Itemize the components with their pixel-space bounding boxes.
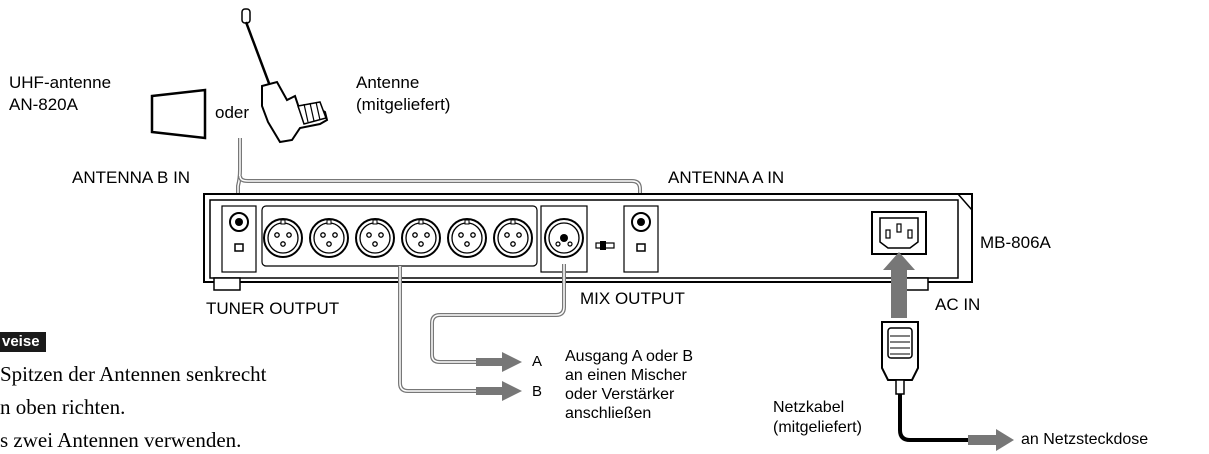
uhf-antenna-icon <box>150 88 207 140</box>
ac-in-arrow-icon <box>883 252 915 318</box>
oder-label: oder <box>215 103 250 122</box>
output-desc-line1: Ausgang A oder B <box>565 348 694 365</box>
supplied-antenna-label-line2: (mitgeliefert) <box>356 95 451 114</box>
ac-in-label: AC IN <box>935 295 981 314</box>
antenna-a-in-label: ANTENNA A IN <box>668 168 785 187</box>
outlet-label: an Netzsteckdose <box>1021 431 1149 448</box>
output-cable-b <box>398 266 478 393</box>
mix-output-label: MIX OUTPUT <box>580 289 685 308</box>
whip-antenna-icon <box>241 8 329 144</box>
tuner-output-1 <box>263 218 303 258</box>
output-desc-line4: anschließen <box>565 405 652 422</box>
mb-806a-unit <box>203 193 973 291</box>
power-cable-label-line2: (mitgeliefert) <box>773 419 862 436</box>
tuner-output-6 <box>493 218 533 258</box>
note-line-1: Spitzen der Antennen senkrecht <box>0 362 267 386</box>
power-cable <box>898 394 968 442</box>
antenna-b-in-label: ANTENNA B IN <box>72 168 191 187</box>
output-desc-line2: an einen Mischer <box>565 367 687 384</box>
tuner-output-2 <box>309 218 349 258</box>
note-line-3: s zwei Antennen verwenden. <box>0 428 242 452</box>
uhf-antenna-label-line2: AN-820A <box>9 95 78 114</box>
antenna-cable-a <box>238 175 642 215</box>
tuner-output-label: TUNER OUTPUT <box>206 299 340 318</box>
mix-output-connector <box>544 218 584 258</box>
output-desc-line3: oder Verstärker <box>565 386 675 403</box>
power-plug-icon <box>881 321 919 395</box>
model-label: MB-806A <box>980 233 1051 252</box>
power-cable-label-line1: Netzkabel <box>773 399 845 416</box>
outlet-arrow-icon <box>968 429 1014 451</box>
tuner-output-4 <box>401 218 441 258</box>
switch-icon <box>595 241 615 250</box>
output-cable-a <box>430 264 566 364</box>
tuner-output-3 <box>355 218 395 258</box>
note-line-2: n oben richten. <box>0 395 126 419</box>
supplied-antenna-label-line1: Antenne <box>356 73 420 92</box>
output-a-label: A <box>532 353 543 370</box>
uhf-antenna-label-line1: UHF-antenne <box>9 73 112 92</box>
arrow-a-icon <box>476 352 522 372</box>
tuner-output-5 <box>447 218 487 258</box>
output-b-label: B <box>532 383 543 400</box>
notes-badge: veise <box>0 332 46 352</box>
ac-inlet <box>871 211 927 255</box>
arrow-b-icon <box>476 381 522 401</box>
